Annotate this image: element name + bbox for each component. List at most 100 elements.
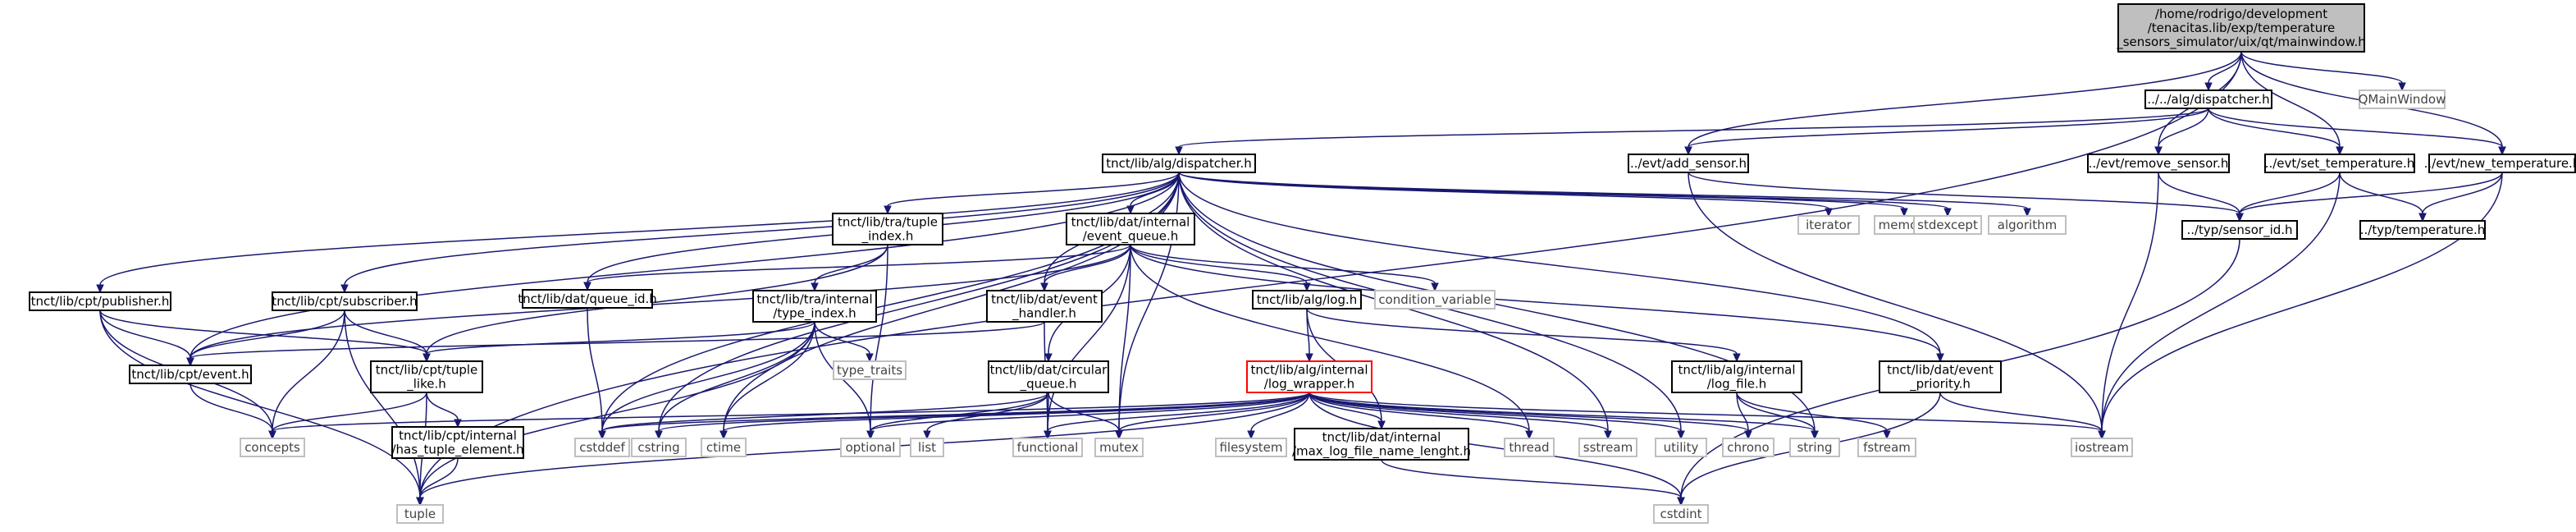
node-label-line: ../evt/set_temperature.h — [2265, 156, 2415, 172]
node-ctime[interactable]: ctime — [701, 438, 747, 457]
node-functional[interactable]: functional — [1012, 438, 1083, 457]
edge-alg_dispatcher_rel-to-evt_remove_sensor — [2154, 108, 2209, 156]
node-stdexcept[interactable]: stdexcept — [1913, 215, 1982, 235]
node-thread[interactable]: thread — [1504, 438, 1555, 457]
node-dat-event-priority[interactable]: tnct/lib/dat/event_priority.h — [1879, 360, 2002, 393]
node-mutex[interactable]: mutex — [1094, 438, 1144, 457]
node-dat-internal-max-log[interactable]: tnct/lib/dat/internal/max_log_file_name_… — [1292, 428, 1471, 461]
node-sstream[interactable]: sstream — [1578, 438, 1637, 457]
edge-alg_log-to-alg_internal_log_file — [1306, 308, 1741, 363]
node-dat-queue-id[interactable]: tnct/lib/dat/queue_id.h — [518, 289, 657, 309]
edge-dat_internal_max_log-to-cstdint — [1381, 459, 1685, 507]
node-label-line: tnct/lib/dat/circular — [990, 363, 1108, 378]
node-label-line: tnct/lib/cpt/event.h — [131, 367, 249, 382]
node-cpt-subscriber[interactable]: tnct/lib/cpt/subscriber.h — [272, 291, 418, 311]
edge-root-to-qmainwindow — [2240, 51, 2406, 92]
node-cstddef[interactable]: cstddef — [574, 438, 630, 457]
node-evt-add-sensor[interactable]: ../evt/add_sensor.h — [1628, 154, 1749, 173]
node-label-line: optional — [846, 440, 896, 455]
node-alg-log[interactable]: tnct/lib/alg/log.h — [1252, 290, 1362, 310]
node-label-line: /type_index.h — [773, 306, 856, 322]
node-cstdint[interactable]: cstdint — [1653, 504, 1709, 524]
node-alg-dispatcher-rel[interactable]: ../../alg/dispatcher.h — [2144, 89, 2272, 109]
edge-dat_event_handler-to-cpt_event — [186, 321, 1045, 367]
node-box — [833, 360, 907, 380]
edge-alg_internal_log_wrapper-to-optional — [866, 392, 1310, 440]
node-cpt-publisher[interactable]: tnct/lib/cpt/publisher.h — [29, 291, 171, 311]
node-label-line: ../typ/sensor_id.h — [2186, 222, 2292, 238]
node-label-line: tnct/lib/cpt/subscriber.h — [272, 294, 417, 309]
edge-tnct_alg_dispatcher-to-cpt_subscriber — [340, 172, 1180, 294]
node-box — [1655, 438, 1707, 457]
node-box — [1215, 438, 1287, 457]
node-iterator[interactable]: iterator — [1797, 215, 1860, 235]
edge-alg_internal_log_wrapper-to-dat_internal_max_log — [1309, 392, 1386, 430]
node-box — [1789, 438, 1840, 457]
edge-alg_internal_log_file-to-fstream — [1736, 392, 1891, 440]
node-label-line: tnct/lib/cpt/internal — [399, 429, 517, 443]
node-cpt-tuple-like[interactable]: tnct/lib/cpt/tuple_like.h — [370, 360, 483, 393]
node-alg-internal-log-wrapper[interactable]: tnct/lib/alg/internal/log_wrapper.h — [1246, 360, 1372, 393]
node-concepts[interactable]: concepts — [240, 438, 305, 457]
node-cstring[interactable]: cstring — [631, 438, 687, 457]
node-label-line: tnct/lib/dat/internal — [1322, 430, 1441, 445]
node-tra-internal-type-index[interactable]: tnct/lib/tra/internal/type_index.h — [752, 290, 877, 323]
node-label-line: /event_queue.h — [1083, 229, 1179, 245]
edge-tra_internal_type_index-to-cpt_tuple_like — [422, 321, 815, 363]
edge-alg_dispatcher_rel-to-tnct_alg_dispatcher — [1175, 108, 2209, 156]
node-string[interactable]: string — [1789, 438, 1840, 457]
node-box — [1913, 215, 1982, 235]
node-cpt-event[interactable]: tnct/lib/cpt/event.h — [129, 365, 252, 384]
node-typ-temperature[interactable]: ../typ/temperature.h — [2359, 220, 2486, 240]
node-qmainwindow[interactable]: QMainWindow — [2359, 89, 2446, 109]
edge-evt_new_temperature-to-typ_sensor_id — [2236, 172, 2503, 222]
node-root[interactable]: /home/rodrigo/development/tenacitas.lib/… — [2116, 3, 2366, 53]
node-chrono[interactable]: chrono — [1722, 438, 1774, 457]
node-type-traits[interactable]: type_traits — [833, 360, 907, 380]
node-fstream[interactable]: fstream — [1857, 438, 1916, 457]
edge-tra_tuple_index-to-optional — [866, 244, 888, 440]
edge-evt_set_temperature-to-iostream — [2098, 172, 2341, 440]
node-iostream[interactable]: iostream — [2071, 438, 2133, 457]
edge-alg_internal_log_wrapper-to-utility — [1309, 392, 1685, 440]
node-box — [1252, 290, 1362, 310]
node-evt-set-temperature[interactable]: ../evt/set_temperature.h — [2264, 154, 2415, 173]
node-label-line: chrono — [1727, 440, 1769, 455]
node-optional[interactable]: optional — [840, 438, 901, 457]
edge-tnct_alg_dispatcher-to-algorithm — [1178, 172, 2031, 218]
edge-tnct_alg_dispatcher-to-iterator — [1178, 172, 1833, 218]
node-cpt-internal-has-tuple-element[interactable]: tnct/lib/cpt/internal/has_tuple_element.… — [391, 426, 524, 459]
node-evt-new-temperature[interactable]: ../evt/new_temperature.h — [2424, 154, 2576, 173]
node-tnct-alg-dispatcher[interactable]: tnct/lib/alg/dispatcher.h — [1102, 154, 1256, 173]
node-utility[interactable]: utility — [1655, 438, 1707, 457]
node-dat-internal-event-queue[interactable]: tnct/lib/dat/internal/event_queue.h — [1066, 213, 1195, 245]
edge-tra_internal_type_index-to-tuple — [416, 321, 815, 507]
node-label-line: tnct/lib/alg/log.h — [1257, 292, 1358, 307]
node-alg-internal-log-file[interactable]: tnct/lib/alg/internal/log_file.h — [1671, 360, 1802, 393]
node-box — [631, 438, 687, 457]
node-typ-sensor-id[interactable]: ../typ/sensor_id.h — [2181, 220, 2298, 240]
node-algorithm[interactable]: algorithm — [1988, 215, 2067, 235]
node-condition-variable[interactable]: condition_variable — [1374, 290, 1496, 310]
node-label-line: type_traits — [837, 363, 902, 378]
node-filesystem[interactable]: filesystem — [1215, 438, 1287, 457]
node-label-line: sstream — [1583, 440, 1633, 455]
node-label-line: filesystem — [1219, 440, 1282, 455]
node-label-line: tnct/lib/tra/internal — [756, 292, 872, 307]
edge-alg_internal_log_wrapper-to-mutex — [1115, 392, 1310, 440]
edge-tnct_alg_dispatcher-to-cpt_publisher — [96, 172, 1180, 294]
node-tuple[interactable]: tuple — [396, 504, 444, 524]
node-evt-remove-sensor[interactable]: ../evt/remove_sensor.h — [2087, 154, 2230, 173]
node-tra-tuple-index[interactable]: tnct/lib/tra/tuple_index.h — [832, 213, 943, 245]
node-label-line: tnct/lib/dat/event — [991, 292, 1098, 307]
node-label-line: list — [918, 440, 936, 455]
node-dat-circular-queue[interactable]: tnct/lib/dat/circular_queue.h — [988, 360, 1109, 393]
node-list[interactable]: list — [910, 438, 944, 457]
node-label-line: cstdint — [1660, 507, 1701, 521]
node-box — [1653, 504, 1709, 524]
node-dat-event-handler[interactable]: tnct/lib/dat/event_handler.h — [986, 290, 1103, 323]
edge-evt_add_sensor-to-iostream — [1688, 172, 2106, 440]
node-label-line: iterator — [1806, 218, 1852, 232]
node-box — [1504, 438, 1555, 457]
